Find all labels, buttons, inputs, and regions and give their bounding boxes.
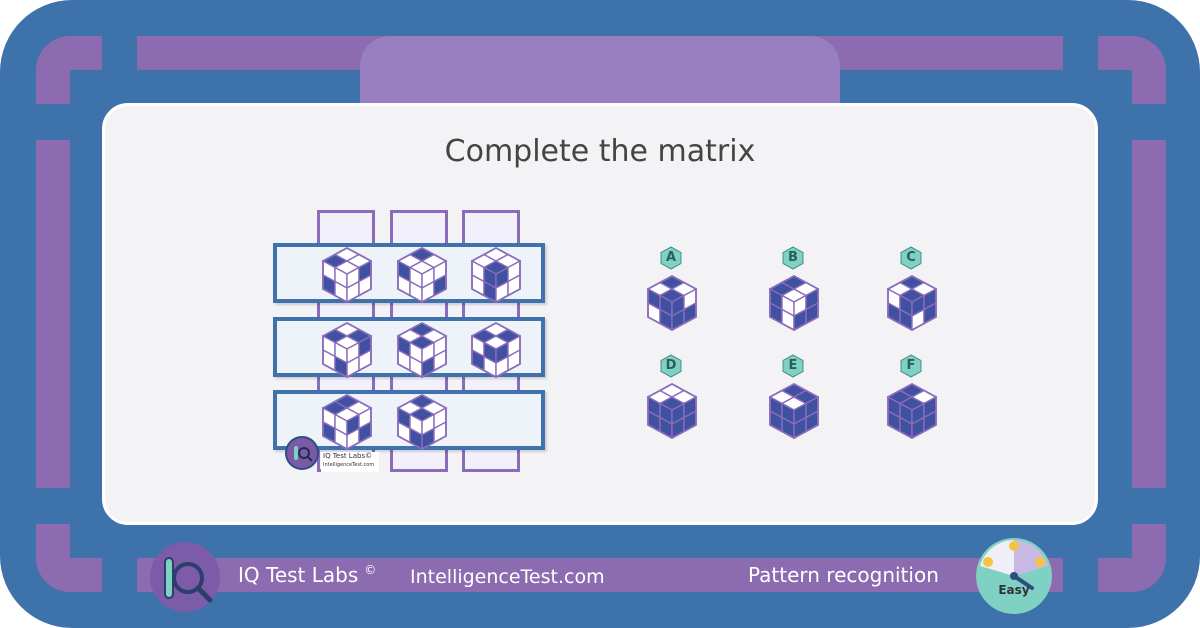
- option-e[interactable]: E: [767, 354, 821, 450]
- right-rail: [1132, 140, 1166, 488]
- option-cube: [886, 382, 938, 440]
- matrix-cube: [470, 321, 522, 379]
- option-label: A: [665, 250, 677, 265]
- corner-br-inner: [1098, 524, 1132, 558]
- top-rail-highlight: [360, 36, 840, 106]
- footer-brand: IQ Test Labs©: [238, 563, 377, 587]
- option-cube: [646, 382, 698, 440]
- option-badge: D: [659, 354, 683, 378]
- option-label: D: [665, 358, 677, 373]
- footer-category: Pattern recognition: [748, 563, 939, 587]
- option-label: B: [788, 250, 798, 265]
- option-badge: E: [781, 354, 805, 378]
- bottom-rail: [137, 558, 1063, 592]
- iq-magnifier-logo-icon: [150, 542, 220, 612]
- footer-site[interactable]: IntelligenceTest.com: [410, 566, 605, 588]
- option-label: C: [906, 250, 916, 265]
- option-cube: [886, 274, 938, 332]
- matrix-cube: [321, 321, 373, 379]
- difficulty-gauge-icon: Easy: [974, 536, 1054, 616]
- matrix-cube: [396, 246, 448, 304]
- matrix-cube: [321, 246, 373, 304]
- copyright-mark: ©: [364, 563, 377, 578]
- option-c[interactable]: C: [885, 246, 939, 342]
- option-cube: [768, 274, 820, 332]
- option-cube: [768, 382, 820, 440]
- option-f[interactable]: F: [885, 354, 939, 450]
- option-badge: F: [899, 354, 923, 378]
- corner-tl-inner: [70, 70, 102, 104]
- matrix-cube: [396, 393, 448, 451]
- option-b[interactable]: B: [767, 246, 821, 342]
- option-a[interactable]: A: [645, 246, 699, 342]
- left-rail: [36, 140, 70, 488]
- watermark-site: IntelligenceTest.com: [323, 462, 375, 468]
- option-d[interactable]: D: [645, 354, 699, 450]
- option-label: E: [788, 358, 798, 373]
- watermark-brand: IQ Test Labs©: [323, 452, 373, 460]
- matrix-watermark: IQ Test Labs© IntelligenceTest.com: [321, 452, 379, 472]
- matrix-logo-icon: [285, 436, 319, 470]
- option-label: F: [906, 358, 916, 373]
- option-badge: B: [781, 246, 805, 270]
- option-badge: A: [659, 246, 683, 270]
- corner-tr-inner: [1098, 70, 1132, 104]
- page-title: Complete the matrix: [444, 134, 756, 169]
- question-panel: Complete the matrix IQ Test Labs© Intell…: [102, 103, 1098, 525]
- matrix-cube: [321, 393, 373, 451]
- difficulty-label: Easy: [998, 583, 1030, 597]
- corner-bl-inner: [70, 524, 102, 558]
- option-cube: [646, 274, 698, 332]
- option-badge: C: [899, 246, 923, 270]
- matrix-cube: [470, 246, 522, 304]
- matrix-cube: [396, 321, 448, 379]
